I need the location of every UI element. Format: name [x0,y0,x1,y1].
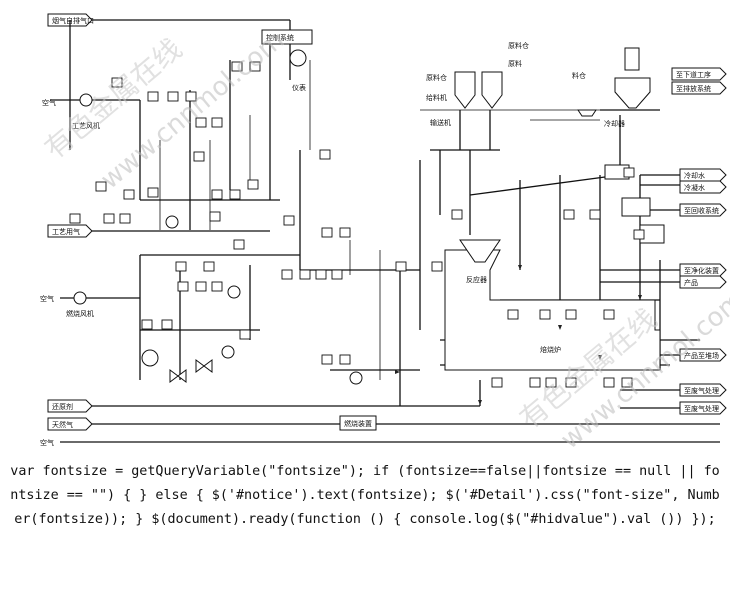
air-label-1: 空气 [42,98,56,107]
cooler-label: 冷却器 [604,119,625,128]
outlet-label-1: 至下道工序 [676,70,711,79]
hopper [614,77,651,109]
silo-2-label: 原料仓 [508,41,529,50]
reactor-label: 反应器 [466,275,487,284]
blower-2-label: 燃烧风机 [66,309,94,318]
silo-2 [481,71,503,109]
inlet-arrows: 烟气自排气口 工艺用气 还原剂 天然气 [47,13,94,431]
furnace-body [444,249,661,371]
top-note-2: 仪表 [292,83,306,92]
valves [169,265,642,405]
instrument-row-c [451,167,645,388]
top-note-1: 控制系统 [266,33,294,42]
blower-icon [73,291,87,305]
outlet-label-10: 至废气处理 [684,404,719,413]
feeder-label: 给料机 [426,93,447,102]
outlet-label-8: 产品至堆场 [684,351,719,360]
outlet-label-5: 至回收系统 [684,206,719,215]
inlet-label-natural-gas: 天然气 [52,420,73,429]
outlet-arrows: 至下道工序 至排放系统 冷却水 冷凝水 至回收系统 至净化装置 产品 产品至堆场… [671,67,727,415]
outlet-label-7: 产品 [684,278,698,287]
air-label-2: 空气 [40,294,54,303]
outlet-label-6: 至净化装置 [684,266,719,275]
gas-burner-label: 燃烧装置 [344,419,372,428]
instrument-row-b [141,239,443,365]
inlet-label-exhaust: 烟气自排气口 [52,16,94,25]
outlet-label-4: 冷凝水 [684,183,705,192]
inlet-label-reductant: 还原剂 [52,402,73,411]
conveyor-label: 输送机 [430,118,451,127]
bin-1 [624,47,640,71]
inlet-label-process-air: 工艺用气 [52,227,80,236]
script-source-text: var fontsize = getQueryVariable("fontsiz… [10,464,720,527]
blower-1-label: 工艺风机 [72,121,100,130]
separator [289,49,307,67]
instrument-row-a [69,61,351,238]
gas-burner [339,415,377,431]
outlet-label-3: 冷却水 [684,171,705,180]
outlet-label-2: 至排放系统 [676,84,711,93]
process-flow-diagram: 烟气自排气口 工艺用气 还原剂 天然气 [38,13,730,455]
tank [621,197,651,217]
air-label-3: 空气 [40,438,54,447]
blower-icon [79,93,93,107]
silo-1-label: 原料仓 [426,73,447,82]
top-note-3: 原料 [508,59,522,68]
silo-1 [454,71,476,109]
furnace-label: 焙烧炉 [540,345,561,354]
instruments [69,61,645,388]
bin-label: 料仓 [572,71,586,80]
equipment: 工艺风机 空气 燃烧风机 空气 空气 原料仓 给料机 原料仓 输送机 料仓 冷却… [40,29,665,447]
outlet-label-9: 至废气处理 [684,386,719,395]
